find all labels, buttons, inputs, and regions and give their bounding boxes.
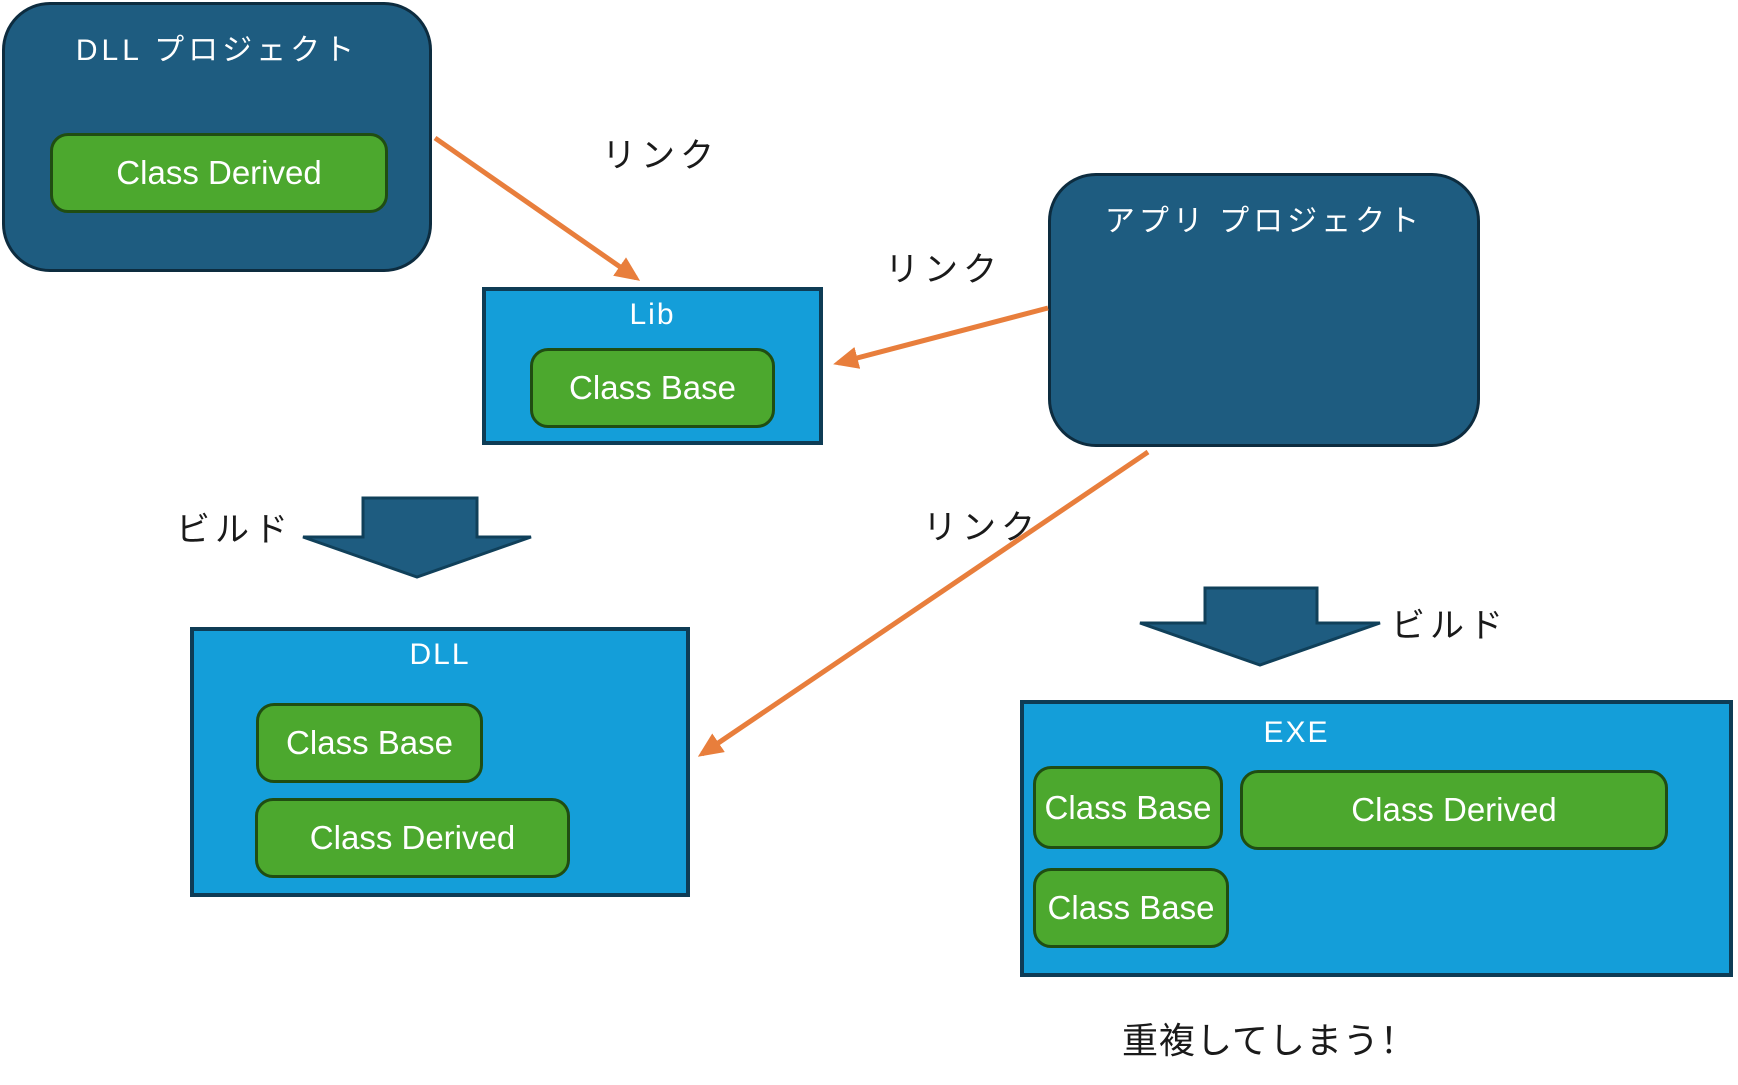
class-chip-derived: Class Derived xyxy=(50,133,388,213)
class-chip-label: Class Base xyxy=(1044,788,1212,826)
node-dll-title: DLL xyxy=(409,638,471,671)
class-chip-base: Class Base xyxy=(530,348,775,428)
label-duplicate-warning: 重複してしまう！ xyxy=(1122,1020,1417,1061)
node-exe: EXE Class Base Class Derived Class Base xyxy=(1020,700,1733,977)
node-dll-project-title: DLL プロジェクト xyxy=(75,34,359,67)
class-chip-base: Class Base xyxy=(256,703,483,783)
label-link-right: リンク xyxy=(885,251,1002,289)
node-app-project: アプリ プロジェクト xyxy=(1048,173,1480,447)
label-link-middle: リンク xyxy=(923,509,1040,547)
node-lib: Lib Class Base xyxy=(482,287,823,445)
label-build-left: ビルド xyxy=(176,511,293,549)
build-block-arrow-left xyxy=(302,496,532,579)
build-block-arrow-right xyxy=(1139,586,1381,667)
class-chip-label: Class Base xyxy=(569,369,736,406)
node-exe-title: EXE xyxy=(1263,716,1330,749)
node-lib-title: Lib xyxy=(629,298,676,331)
class-chip-label: Class Derived xyxy=(1351,791,1557,828)
class-chip-derived: Class Derived xyxy=(1240,770,1668,850)
node-dll: DLL Class Base Class Derived xyxy=(190,627,690,897)
class-chip-base: Class Base xyxy=(1033,766,1223,849)
class-chip-base-duplicate: Class Base xyxy=(1033,868,1229,948)
link-arrow-app-to-lib xyxy=(833,305,1049,369)
class-chip-label: Class Base xyxy=(1047,889,1215,926)
label-build-right: ビルド xyxy=(1391,607,1508,645)
class-chip-derived: Class Derived xyxy=(255,798,570,878)
node-dll-project: DLL プロジェクト Class Derived xyxy=(2,2,432,272)
node-app-project-title: アプリ プロジェクト xyxy=(1104,205,1424,238)
class-chip-label: Class Derived xyxy=(309,819,516,856)
class-chip-label: Class Base xyxy=(286,724,453,761)
class-chip-label: Class Derived xyxy=(116,154,322,191)
label-link-top: リンク xyxy=(602,137,719,175)
